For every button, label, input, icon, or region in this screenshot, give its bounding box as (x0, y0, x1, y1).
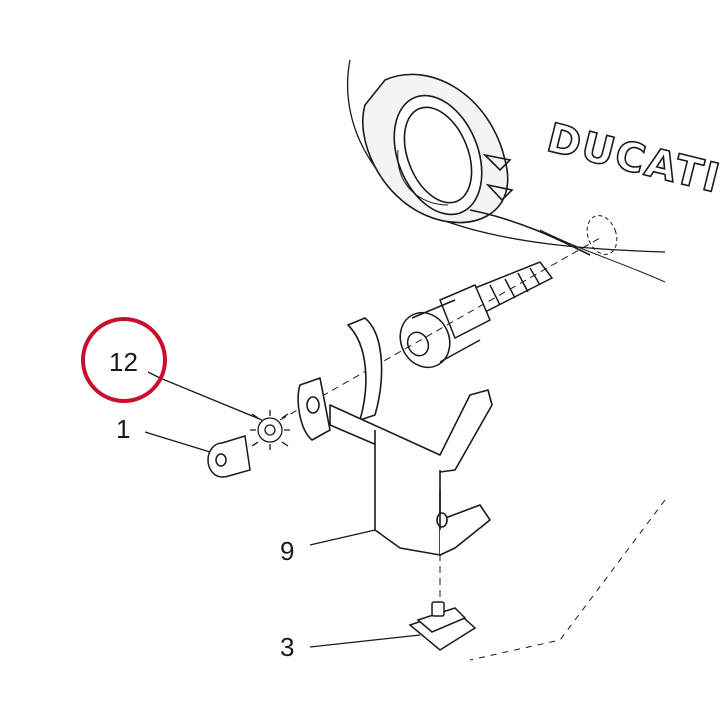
callout-label-1: 1 (116, 414, 131, 444)
filler-cap-ring (362, 73, 591, 256)
tank-mount-hole (586, 215, 618, 255)
toothed-lock-washer (250, 410, 290, 450)
highlight-circle (81, 317, 167, 403)
brand-logo-text: DUCATI (543, 115, 720, 202)
callout-label-12: 12 (109, 347, 138, 377)
clip-nut (408, 601, 477, 651)
callout-leaders (144, 371, 421, 648)
mounting-bracket (297, 317, 493, 556)
threaded-bushing (399, 261, 554, 369)
callout-label-3: 3 (280, 632, 295, 662)
screw (207, 435, 251, 478)
callout-label-9: 9 (280, 536, 295, 566)
